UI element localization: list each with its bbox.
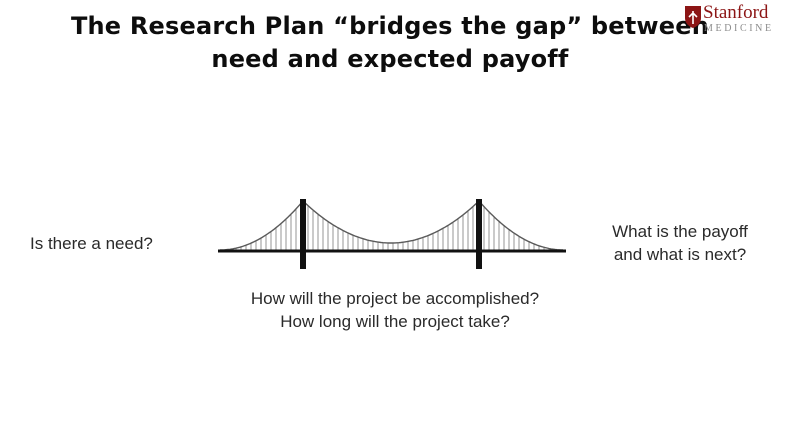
payoff-label: What is the payoff and what is next?	[580, 220, 780, 266]
slide-title: The Research Plan “bridges the gap” betw…	[40, 10, 740, 76]
logo-subtitle: MEDICINE	[704, 23, 774, 34]
logo-name: Stanford	[703, 2, 769, 23]
need-label: Is there a need?	[30, 234, 153, 253]
payoff-line-2: and what is next?	[613, 245, 747, 264]
left-tower	[300, 199, 306, 269]
stanford-medicine-logo: Stanford MEDICINE	[684, 2, 784, 36]
payoff-line-1: What is the payoff	[612, 222, 748, 241]
bridge-cables	[220, 200, 564, 251]
process-label: How will the project be accomplished? Ho…	[180, 287, 610, 333]
process-line-2: How long will the project take?	[280, 312, 510, 331]
right-tower	[476, 199, 482, 269]
title-line-2: need and expected payoff	[211, 45, 569, 73]
title-line-1: The Research Plan “bridges the gap” betw…	[70, 12, 710, 40]
process-line-1: How will the project be accomplished?	[250, 289, 540, 308]
shield-icon	[685, 6, 701, 28]
